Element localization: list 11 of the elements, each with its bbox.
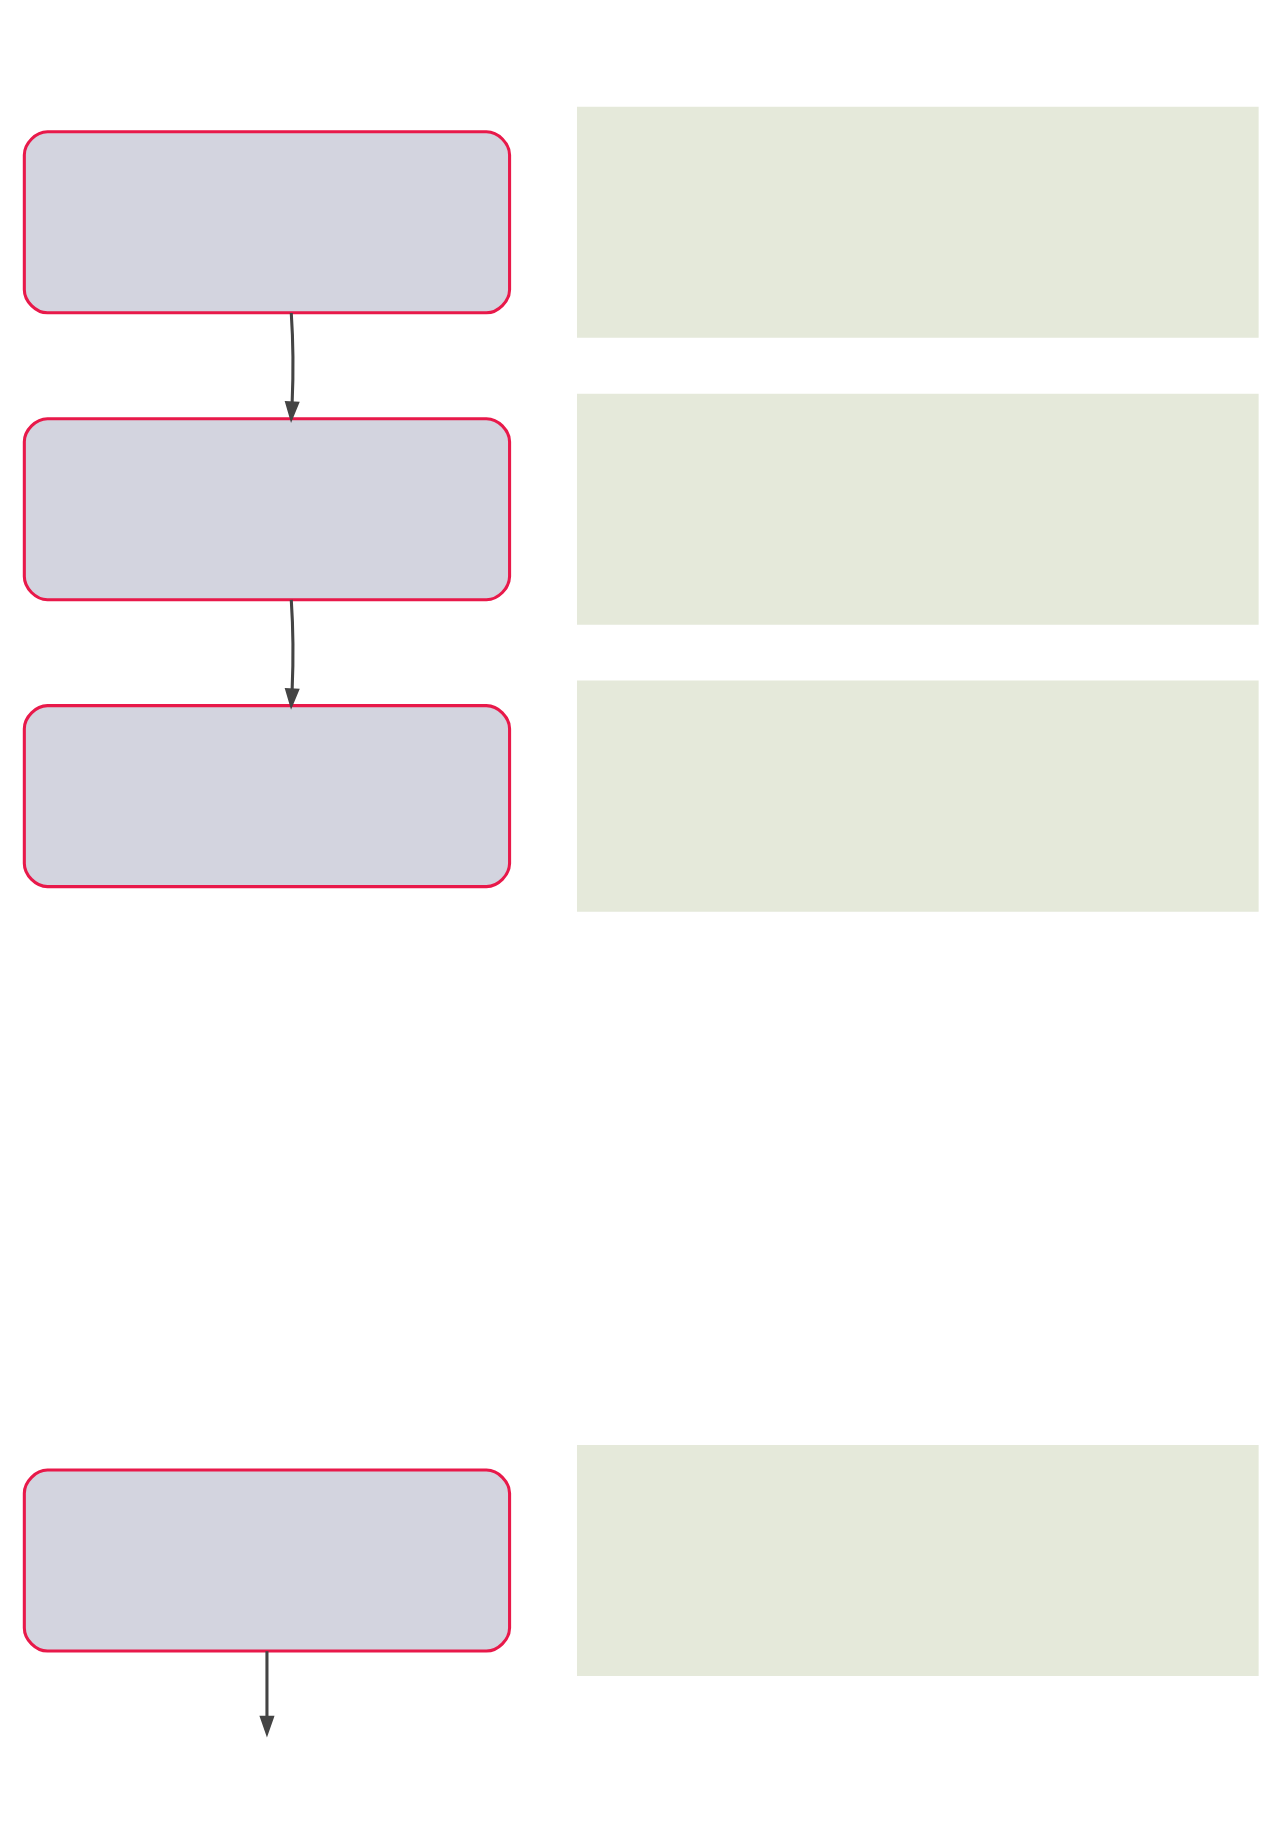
node-box: [22, 1468, 512, 1653]
node-band: [576, 106, 1259, 338]
node-box: [22, 704, 512, 889]
node-band: [576, 1445, 1259, 1677]
node-band: [576, 680, 1259, 912]
node-box: [22, 130, 512, 315]
arrow: [259, 1651, 275, 1738]
arrow: [284, 599, 300, 710]
arrow: [284, 312, 300, 423]
node-box: [22, 417, 512, 602]
node-band: [576, 393, 1259, 625]
